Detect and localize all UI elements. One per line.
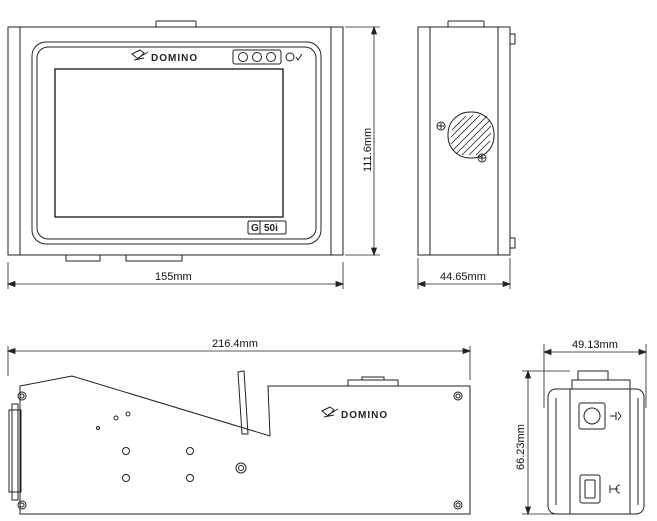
bracket-lever: [237, 370, 249, 435]
mount-hole: [113, 415, 119, 421]
front-height-label: 111.6mm: [362, 128, 374, 172]
speaker-grille-icon: [447, 111, 495, 159]
model-badge: [247, 220, 287, 235]
power-button: [578, 402, 606, 430]
bracket-view: [8, 370, 471, 515]
front-height-dimension: [345, 25, 380, 257]
front-bottom-connector-right: [125, 254, 183, 262]
status-led-icon: [238, 52, 248, 62]
side-depth-dimension: [416, 258, 512, 289]
front-width-dimension: [6, 262, 345, 289]
front-bottom-connector-left: [65, 254, 101, 262]
screw-icon: [17, 500, 27, 510]
side-clip-bottom: [509, 237, 516, 249]
front-view: [7, 20, 344, 262]
mount-hole: [235, 462, 247, 474]
bracket-top-connector: [347, 379, 399, 387]
base-end-view: [547, 370, 645, 515]
led-panel: [232, 49, 282, 65]
screw-icon: [453, 391, 463, 401]
domino-logo-icon: [321, 406, 339, 418]
base-end-height-dimension: [522, 369, 570, 516]
front-width-label: 155mm: [155, 271, 192, 283]
end-top-connector: [577, 370, 609, 381]
front-brand-logo: DOMINO: [151, 53, 198, 64]
bracket-outline: [19, 375, 471, 515]
screw-icon: [477, 153, 487, 163]
side-clip-top: [509, 33, 516, 45]
side-depth-label: 44.65mm: [440, 271, 486, 283]
screw-icon: [453, 500, 463, 510]
domino-logo-icon: [131, 49, 149, 61]
screw-icon: [17, 391, 27, 401]
base-length-dimension: [6, 346, 472, 380]
bracket-end-plate: [8, 409, 22, 493]
usb-connector: [579, 474, 601, 504]
side-view: [417, 20, 516, 256]
model-badge-prefix: G: [251, 223, 259, 234]
model-badge-number: 50i: [264, 223, 278, 234]
base-end-width-dimension: [542, 344, 648, 408]
status-led-icon: [252, 52, 262, 62]
base-brand-logo: DOMINO: [341, 410, 388, 421]
base-end-width-label: 49.13mm: [572, 339, 618, 351]
base-length-label: 216.4mm: [212, 338, 258, 350]
front-bezel: [31, 41, 322, 245]
base-end-height-label: 66.23mm: [515, 424, 527, 470]
side-top-connector: [447, 20, 485, 28]
connector-symbol-icon: [609, 484, 621, 494]
side-housing: [417, 26, 511, 256]
power-symbol-icon: [610, 411, 622, 421]
front-top-connector: [155, 20, 197, 28]
screw-icon: [436, 121, 446, 131]
touch-screen: [54, 68, 284, 218]
status-led-icon: [266, 52, 276, 62]
check-icon: [295, 53, 303, 61]
status-led-icon: [285, 52, 295, 62]
